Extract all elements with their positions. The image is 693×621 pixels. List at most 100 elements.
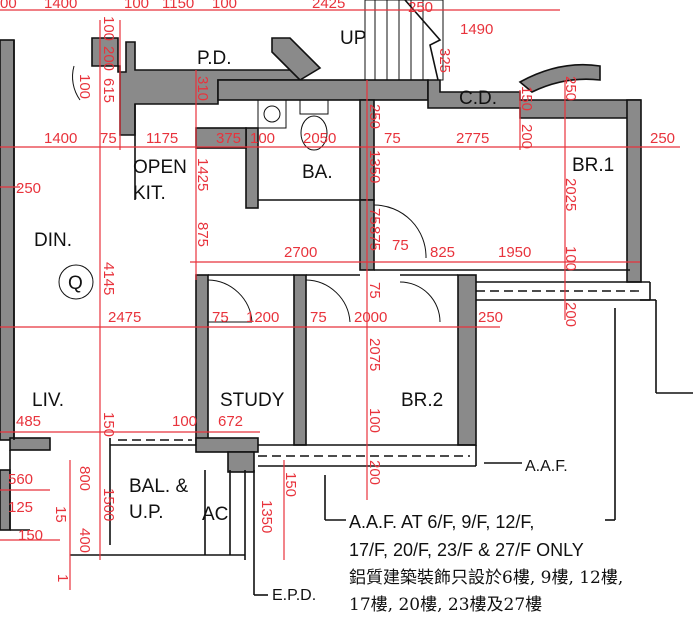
dim-top-1490: 1490 bbox=[460, 21, 493, 38]
dim-v-2025: 2025 bbox=[562, 178, 579, 211]
dim-h-825: 825 bbox=[430, 244, 455, 261]
wall-study-left bbox=[195, 274, 209, 446]
dim-v-100c: 100 bbox=[562, 246, 579, 271]
wall-bath-left bbox=[245, 127, 259, 209]
dim-v-1500: 1500 bbox=[100, 488, 117, 521]
dim-v-15: 15 bbox=[52, 506, 69, 523]
dim-v-250: 250 bbox=[366, 104, 383, 129]
dim-v-150b: 150 bbox=[282, 472, 299, 497]
label-ba: BA. bbox=[302, 162, 333, 183]
note-aaf-1: A.A.F. AT 6/F, 9/F, 12/F, bbox=[349, 512, 534, 532]
dim-h-125: 125 bbox=[8, 499, 33, 516]
dim-v-875: 875 bbox=[194, 222, 211, 247]
wall-ac-box bbox=[227, 451, 255, 473]
dimension-text-vertical: 100 200 615 100 325 310 250 1350 1425 87… bbox=[52, 16, 579, 582]
note-cn-2: 17樓, 20樓, 23樓及27樓 bbox=[349, 595, 542, 615]
label-pd: P.D. bbox=[197, 48, 232, 69]
dim-h-75d: 75 bbox=[212, 309, 229, 326]
dimension-lines bbox=[0, 9, 680, 590]
bath-fixtures bbox=[257, 99, 329, 151]
label-open-kit-1: OPEN bbox=[133, 157, 187, 178]
wall-cd-curve bbox=[518, 63, 601, 93]
basin bbox=[257, 99, 287, 129]
dim-h-150: 150 bbox=[18, 527, 43, 544]
label-epd: E.P.D. bbox=[272, 587, 316, 604]
dim-v-875b: 875 bbox=[366, 226, 383, 251]
dim-h-75c: 75 bbox=[392, 237, 409, 254]
dim-v-800: 800 bbox=[76, 466, 93, 491]
dim-top-2425: 2425 bbox=[312, 0, 345, 12]
dim-h-75: 75 bbox=[100, 130, 117, 147]
dim-top-250: 250 bbox=[408, 0, 433, 16]
dim-h-560: 560 bbox=[8, 471, 33, 488]
dim-h-375: 375 bbox=[216, 130, 241, 147]
dim-v-325: 325 bbox=[436, 48, 453, 73]
label-br2: BR.2 bbox=[401, 390, 443, 411]
dim-top-100b: 100 bbox=[212, 0, 237, 12]
wall-left-upper bbox=[0, 39, 15, 441]
dim-h-75b: 75 bbox=[384, 130, 401, 147]
label-bal-2: U.P. bbox=[129, 502, 164, 523]
label-din: DIN. bbox=[34, 230, 72, 251]
dim-v-615: 615 bbox=[100, 78, 117, 103]
dim-v-75: 75 bbox=[366, 208, 383, 225]
dim-h-672: 672 bbox=[218, 413, 243, 430]
dim-v-1350: 1350 bbox=[366, 150, 383, 183]
dim-v-200: 200 bbox=[100, 46, 117, 71]
dim-h-1200: 1200 bbox=[246, 309, 279, 326]
q-circle bbox=[58, 264, 94, 300]
dimension-text-horizontal: 00 1400 100 1150 100 2425 250 1490 1400 … bbox=[0, 0, 675, 544]
dim-v-75b: 75 bbox=[366, 282, 383, 299]
wall-liv-bottom bbox=[9, 437, 51, 451]
label-cd: C.D. bbox=[459, 88, 497, 109]
dim-v-1425: 1425 bbox=[194, 158, 211, 191]
dim-v-150: 150 bbox=[100, 412, 117, 437]
dim-h-1400: 1400 bbox=[44, 130, 77, 147]
label-up: UP bbox=[340, 28, 366, 49]
room-labels: P.D. UP C.D. OPEN KIT. BA. BR.1 DIN. Q L… bbox=[32, 28, 614, 604]
aaf-dashes bbox=[118, 290, 640, 457]
dim-v-150c: 150 bbox=[518, 86, 535, 111]
dim-v-4145: 4145 bbox=[100, 262, 117, 295]
dim-v-310: 310 bbox=[194, 76, 211, 101]
dim-h-75e: 75 bbox=[310, 309, 327, 326]
wall-br2-right bbox=[457, 274, 477, 446]
dim-v-1: 1 bbox=[54, 574, 71, 582]
label-liv: LIV. bbox=[32, 390, 64, 411]
dim-h-250-left: 250 bbox=[16, 180, 41, 197]
dim-v-1350b: 1350 bbox=[258, 500, 275, 533]
dim-v-2075: 2075 bbox=[366, 338, 383, 371]
wall-study-right bbox=[293, 274, 307, 446]
dim-h-1175: 1175 bbox=[146, 130, 178, 147]
dim-v-250c: 250 bbox=[562, 76, 579, 101]
dim-top-1150: 1150 bbox=[162, 0, 194, 12]
door-swings bbox=[72, 65, 441, 323]
dim-v-400: 400 bbox=[76, 528, 93, 553]
label-aaf: A.A.F. bbox=[525, 458, 568, 475]
dim-v-200c: 200 bbox=[562, 302, 579, 327]
notes: A.A.F. AT 6/F, 9/F, 12/F, 17/F, 20/F, 23… bbox=[349, 512, 623, 615]
dim-h-250b: 250 bbox=[478, 309, 503, 326]
label-br1: BR.1 bbox=[572, 155, 614, 176]
wall-br1-right bbox=[626, 99, 642, 283]
dim-top-00: 00 bbox=[0, 0, 17, 12]
dim-v-100d: 100 bbox=[366, 408, 383, 433]
stair bbox=[364, 0, 444, 81]
dim-h-2000: 2000 bbox=[354, 309, 387, 326]
dim-v-100: 100 bbox=[100, 16, 117, 41]
dim-v-200d: 200 bbox=[366, 460, 383, 485]
label-q: Q bbox=[68, 273, 83, 294]
toilet-bowl bbox=[300, 115, 328, 151]
wall-ac-top bbox=[195, 437, 259, 453]
wall-kitchen-top bbox=[217, 79, 429, 101]
dim-top-1400: 1400 bbox=[44, 0, 77, 12]
label-bal-1: BAL. & bbox=[129, 476, 188, 497]
label-ac: AC bbox=[202, 504, 228, 525]
dim-h-1950: 1950 bbox=[498, 244, 531, 261]
dim-h-250: 250 bbox=[650, 130, 675, 147]
dim-h-100c: 100 bbox=[172, 413, 197, 430]
dim-h-2775: 2775 bbox=[456, 130, 489, 147]
dim-h-485: 485 bbox=[16, 413, 41, 430]
leaders bbox=[253, 299, 693, 596]
